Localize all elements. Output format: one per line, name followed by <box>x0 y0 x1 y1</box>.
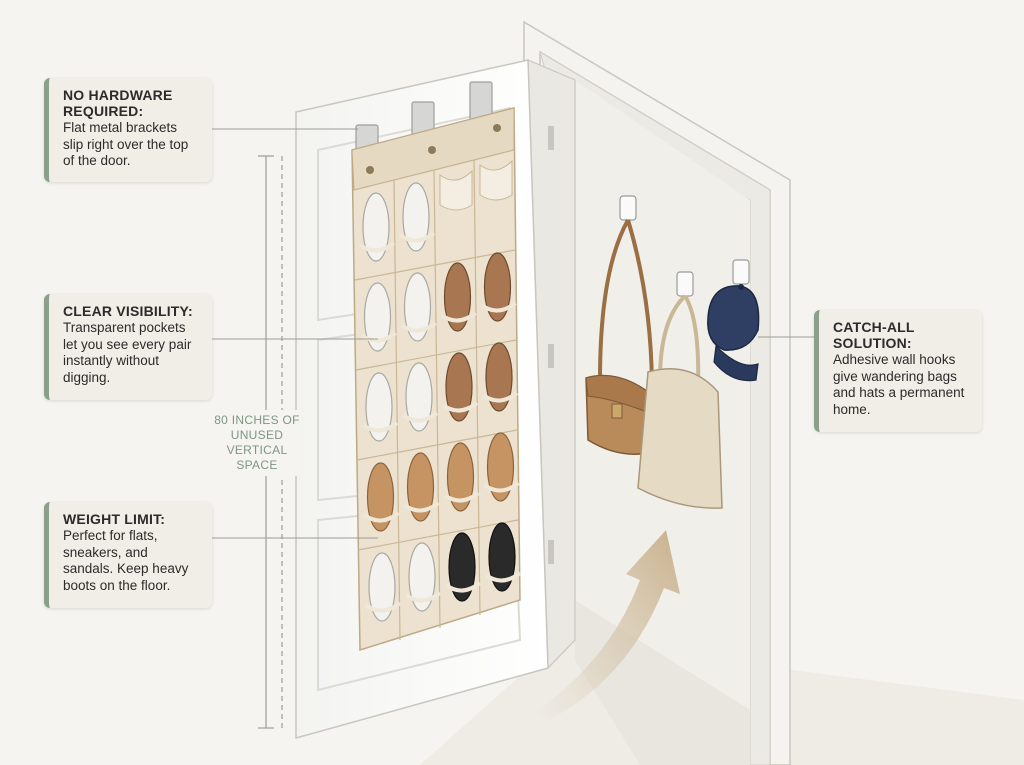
pocket-edge <box>403 501 440 513</box>
pocket-edge <box>443 491 480 503</box>
pocket-edge <box>358 241 396 253</box>
leader-lines <box>212 128 820 539</box>
pocket-edge <box>440 311 477 323</box>
pocket-edge <box>361 421 399 433</box>
hinge <box>548 344 554 368</box>
pocket-edge <box>364 601 402 613</box>
dimension-label: 80 INCHES OF UNUSED VERTICAL SPACE <box>214 410 300 476</box>
pocket-edge <box>401 411 439 423</box>
shoe-icon <box>488 522 516 592</box>
callout-body: Flat metal brackets slip right over the … <box>63 120 189 168</box>
callout-body: Perfect for flats, sneakers, and sandals… <box>63 528 189 593</box>
callout-title: CATCH-ALL SOLUTION: <box>833 319 915 351</box>
callout-title: WEIGHT LIMIT: <box>63 511 166 527</box>
sandal-icon <box>485 342 513 412</box>
pocket-edge <box>484 571 522 583</box>
grommet <box>493 124 501 132</box>
grommet <box>366 166 374 174</box>
shoe-icon <box>448 532 476 602</box>
callout-title: NO HARDWARE REQUIRED: <box>63 87 173 119</box>
cap-icon <box>707 284 760 382</box>
callout-title: CLEAR VISIBILITY: <box>63 303 193 319</box>
callout-body: Transparent pockets let you see every pa… <box>63 320 192 385</box>
shoe-icon <box>405 362 433 432</box>
callout-weight-limit: WEIGHT LIMIT: Perfect for flats, sneaker… <box>44 502 212 608</box>
shoe-icon <box>446 442 475 512</box>
curved-arrow-icon <box>535 530 680 722</box>
tote-bag-icon <box>637 294 723 509</box>
callout-no-hardware: NO HARDWARE REQUIRED: Flat metal bracket… <box>44 78 212 182</box>
shoe-icon <box>363 282 392 352</box>
callout-body: Adhesive wall hooks give wandering bags … <box>833 352 965 417</box>
shoe-icon <box>406 452 435 522</box>
handbag-icon <box>585 219 661 455</box>
shoe-icon <box>486 432 515 502</box>
grommet <box>428 146 436 154</box>
shoe-icon <box>408 542 436 612</box>
callout-clear-visibility: CLEAR VISIBILITY: Transparent pockets le… <box>44 294 212 400</box>
pocket-edge <box>363 511 400 523</box>
sandal-icon <box>445 352 473 422</box>
pocket-edge <box>444 581 482 593</box>
shoe-icon <box>368 552 396 622</box>
pocket-edge <box>481 391 519 403</box>
shoe-icon <box>366 462 395 532</box>
sandal-icon <box>483 252 512 322</box>
pocket-edge <box>404 591 442 603</box>
pocket-edge <box>483 481 520 493</box>
pocket-edge <box>398 231 436 243</box>
hinge <box>548 540 554 564</box>
shoe-icon <box>362 192 390 262</box>
wall-hook-icon <box>619 195 750 297</box>
pocket-edge <box>360 331 397 343</box>
callout-catch-all: CATCH-ALL SOLUTION: Adhesive wall hooks … <box>814 310 982 432</box>
shoe-icon <box>403 272 432 342</box>
pocket-edge <box>400 321 437 333</box>
pocket-edge <box>441 401 479 413</box>
pocket-edge <box>480 301 517 313</box>
shoe-icon <box>365 372 393 442</box>
hinge <box>548 126 554 150</box>
empty-pocket <box>439 169 473 211</box>
sandal-icon <box>443 262 472 332</box>
shoes <box>358 159 522 622</box>
empty-pocket <box>479 159 513 201</box>
shoe-icon <box>402 182 430 252</box>
